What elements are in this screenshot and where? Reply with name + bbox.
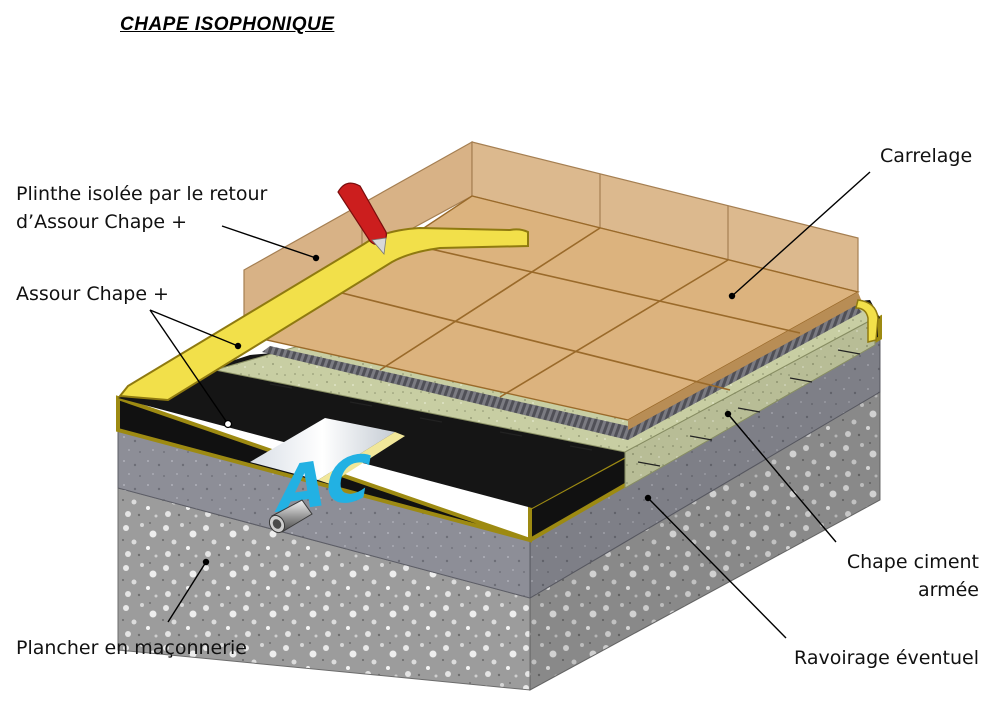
label-chape-line2: armée	[917, 579, 979, 601]
leader-lines	[149, 171, 871, 639]
plancher-slab	[117, 391, 881, 691]
label-chape-ciment: Chape ciment armée	[847, 548, 979, 604]
label-assour-chape: Assour Chape +	[16, 283, 169, 305]
mesh-tick	[737, 407, 761, 413]
label-ravoirage: Ravoirage éventuel	[794, 647, 979, 669]
pipe-icon	[268, 499, 313, 534]
mesh-tick	[637, 461, 661, 467]
mesh-tick	[789, 377, 813, 383]
leader-plancher	[167, 561, 207, 623]
mesh-tick	[569, 445, 593, 451]
label-plinthe-line1: Plinthe isolée par le retour	[16, 183, 268, 205]
label-plancher: Plancher en maçonnerie	[16, 637, 247, 659]
mesh-reinforcement-ticks	[269, 349, 861, 467]
label-chape-line1: Chape ciment	[846, 551, 979, 573]
label-plinthe: Plinthe isolée par le retour d’Assour Ch…	[16, 180, 267, 236]
ravoirage-layer	[117, 337, 881, 599]
mesh-tick	[837, 349, 861, 355]
leader-assour-membrane	[149, 309, 229, 425]
cutter-knife-icon	[337, 182, 387, 255]
leader-assour-strip	[149, 309, 239, 347]
mesh-tick	[269, 383, 293, 389]
diagram-title: CHAPE ISOPHONIQUE	[120, 14, 335, 35]
mesh-tick	[419, 417, 443, 423]
leader-chape	[727, 413, 837, 543]
mesh-tick	[349, 401, 373, 407]
leader-endpoints	[202, 254, 736, 566]
leader-carrelage	[731, 171, 871, 297]
tile-adhesive	[262, 302, 862, 440]
label-carrelage: Carrelage	[880, 145, 973, 167]
leader-plinthe	[221, 225, 317, 259]
label-plinthe-line2: d’Assour Chape +	[16, 211, 188, 233]
leader-ravoirage	[647, 497, 787, 639]
mesh-tick	[499, 431, 523, 437]
mesh-tick	[689, 435, 713, 441]
